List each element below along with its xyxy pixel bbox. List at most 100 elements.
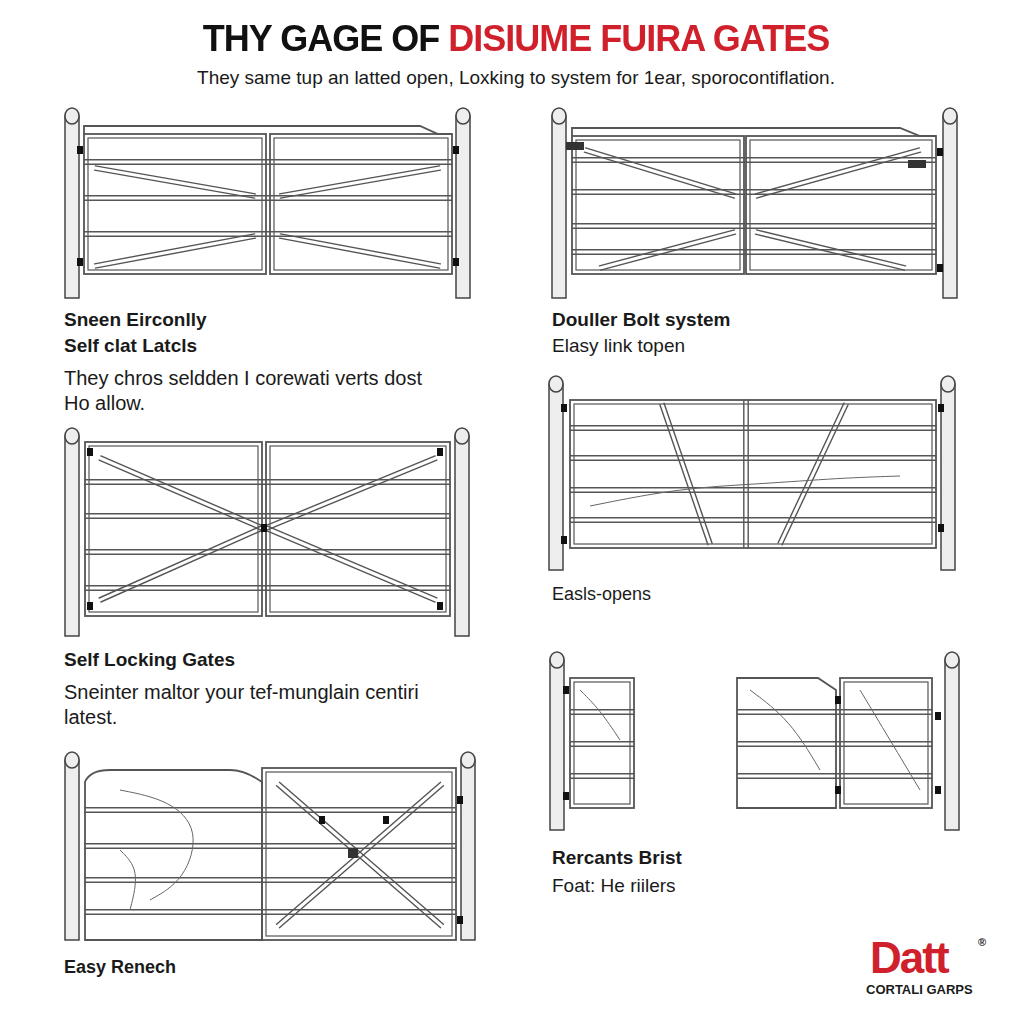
gate-rail bbox=[85, 479, 450, 480]
gate-post-cap bbox=[945, 652, 959, 668]
gate-rail bbox=[85, 484, 450, 485]
gate-frame bbox=[270, 134, 452, 274]
gate-post bbox=[943, 116, 957, 298]
easy-gate bbox=[65, 752, 475, 940]
gate-hinge bbox=[935, 712, 941, 720]
gate-rail bbox=[737, 741, 932, 742]
gate-rail bbox=[570, 709, 634, 710]
gate-post-cap bbox=[550, 652, 564, 668]
gate-rail bbox=[85, 882, 262, 883]
gate-brace bbox=[584, 152, 734, 198]
gate-brace bbox=[277, 786, 441, 928]
gate-brace bbox=[267, 460, 437, 530]
gate-brace bbox=[95, 234, 255, 264]
gate-rail bbox=[572, 227, 936, 228]
gate-rail bbox=[85, 914, 262, 915]
gate-brace bbox=[95, 170, 255, 198]
gate-post bbox=[945, 660, 959, 830]
gate-hinge bbox=[561, 404, 567, 412]
gate-rail bbox=[85, 909, 262, 910]
gate-rail bbox=[262, 909, 456, 910]
gate-hinge bbox=[937, 148, 943, 156]
gate-hinge bbox=[935, 786, 941, 794]
gate-frame bbox=[84, 134, 266, 274]
panel-heading: Douller Bolt system bbox=[552, 308, 972, 332]
gate-rail bbox=[570, 773, 634, 774]
gate-rail bbox=[262, 882, 456, 883]
gate-post-cap bbox=[461, 752, 475, 768]
gate-brace bbox=[280, 234, 440, 264]
gate-brace bbox=[101, 530, 263, 602]
gate-rail bbox=[85, 877, 262, 878]
gate-frame bbox=[570, 400, 936, 548]
gate-frame bbox=[570, 678, 634, 808]
gate-rail bbox=[84, 163, 452, 164]
gate-hinge bbox=[938, 404, 944, 412]
gate-post bbox=[550, 660, 564, 830]
gate-frame-inner bbox=[274, 138, 448, 270]
gate-brace bbox=[99, 460, 261, 530]
gate-post-cap bbox=[941, 376, 955, 392]
gate-brace bbox=[99, 526, 261, 598]
gate-rail bbox=[84, 231, 452, 232]
panel-note: Foat: He riilers bbox=[552, 874, 852, 898]
gate-brace bbox=[280, 170, 440, 198]
gate-frame-inner bbox=[88, 138, 262, 270]
gate-strut bbox=[782, 405, 848, 545]
gate-post bbox=[455, 436, 469, 636]
panel-heading: Rercants Brist bbox=[552, 846, 852, 870]
gate-rail bbox=[570, 460, 936, 461]
gate-scribble bbox=[860, 690, 920, 790]
gate-hinge bbox=[87, 602, 93, 610]
gate-rail bbox=[85, 554, 450, 555]
logo-registered: ® bbox=[978, 936, 998, 950]
gate-hinge bbox=[261, 524, 267, 532]
gate-rail bbox=[84, 199, 452, 200]
gate-post-cap bbox=[552, 108, 566, 124]
gate-rail bbox=[737, 773, 932, 774]
gate-rail bbox=[570, 778, 634, 779]
gate-scribble bbox=[590, 476, 900, 506]
gate-rail bbox=[84, 195, 452, 196]
gate-frame bbox=[262, 768, 456, 940]
gate-hinge bbox=[383, 816, 389, 824]
gate-rail bbox=[570, 430, 936, 431]
gate-brace bbox=[279, 786, 443, 928]
gate-rail bbox=[570, 522, 936, 523]
gate-strut bbox=[660, 405, 708, 545]
logo-tagline: CORTALI GARPS bbox=[866, 982, 1016, 998]
gate-rail bbox=[262, 914, 456, 915]
gate-brace bbox=[599, 230, 734, 266]
gate-frame bbox=[737, 678, 836, 808]
gate-rail bbox=[570, 487, 936, 488]
gate-rail bbox=[84, 159, 452, 160]
panel-heading: Self Locking Gates bbox=[64, 648, 464, 672]
gate-scribble bbox=[750, 690, 820, 770]
gate-rail bbox=[570, 517, 936, 518]
gate-rail bbox=[85, 843, 262, 844]
gate-hinge bbox=[835, 696, 841, 704]
gate-hinge bbox=[563, 686, 569, 694]
gate-brace bbox=[755, 234, 904, 270]
double-gate bbox=[65, 108, 470, 298]
gate-hinge bbox=[453, 258, 459, 266]
gate-hinge bbox=[437, 448, 443, 456]
gate-post-cap bbox=[455, 428, 469, 444]
gate-post bbox=[461, 760, 475, 940]
panel-note: They chros seldden I corewati verts dost… bbox=[64, 366, 424, 416]
gate-rail bbox=[737, 746, 932, 747]
gate-hinge bbox=[437, 602, 443, 610]
gate-rail bbox=[85, 518, 450, 519]
gate-rail bbox=[85, 590, 450, 591]
bolt-latch bbox=[566, 142, 584, 150]
gate-post bbox=[65, 436, 79, 636]
gate-post bbox=[65, 116, 79, 298]
gate-brace bbox=[265, 530, 435, 602]
gate-hinge bbox=[561, 536, 567, 544]
gate-stile bbox=[743, 400, 744, 548]
gate-rail bbox=[262, 843, 456, 844]
gate-strut bbox=[664, 403, 712, 543]
gate-hinge bbox=[77, 258, 83, 266]
gate-brace bbox=[601, 234, 736, 270]
gate-brace bbox=[95, 238, 255, 268]
